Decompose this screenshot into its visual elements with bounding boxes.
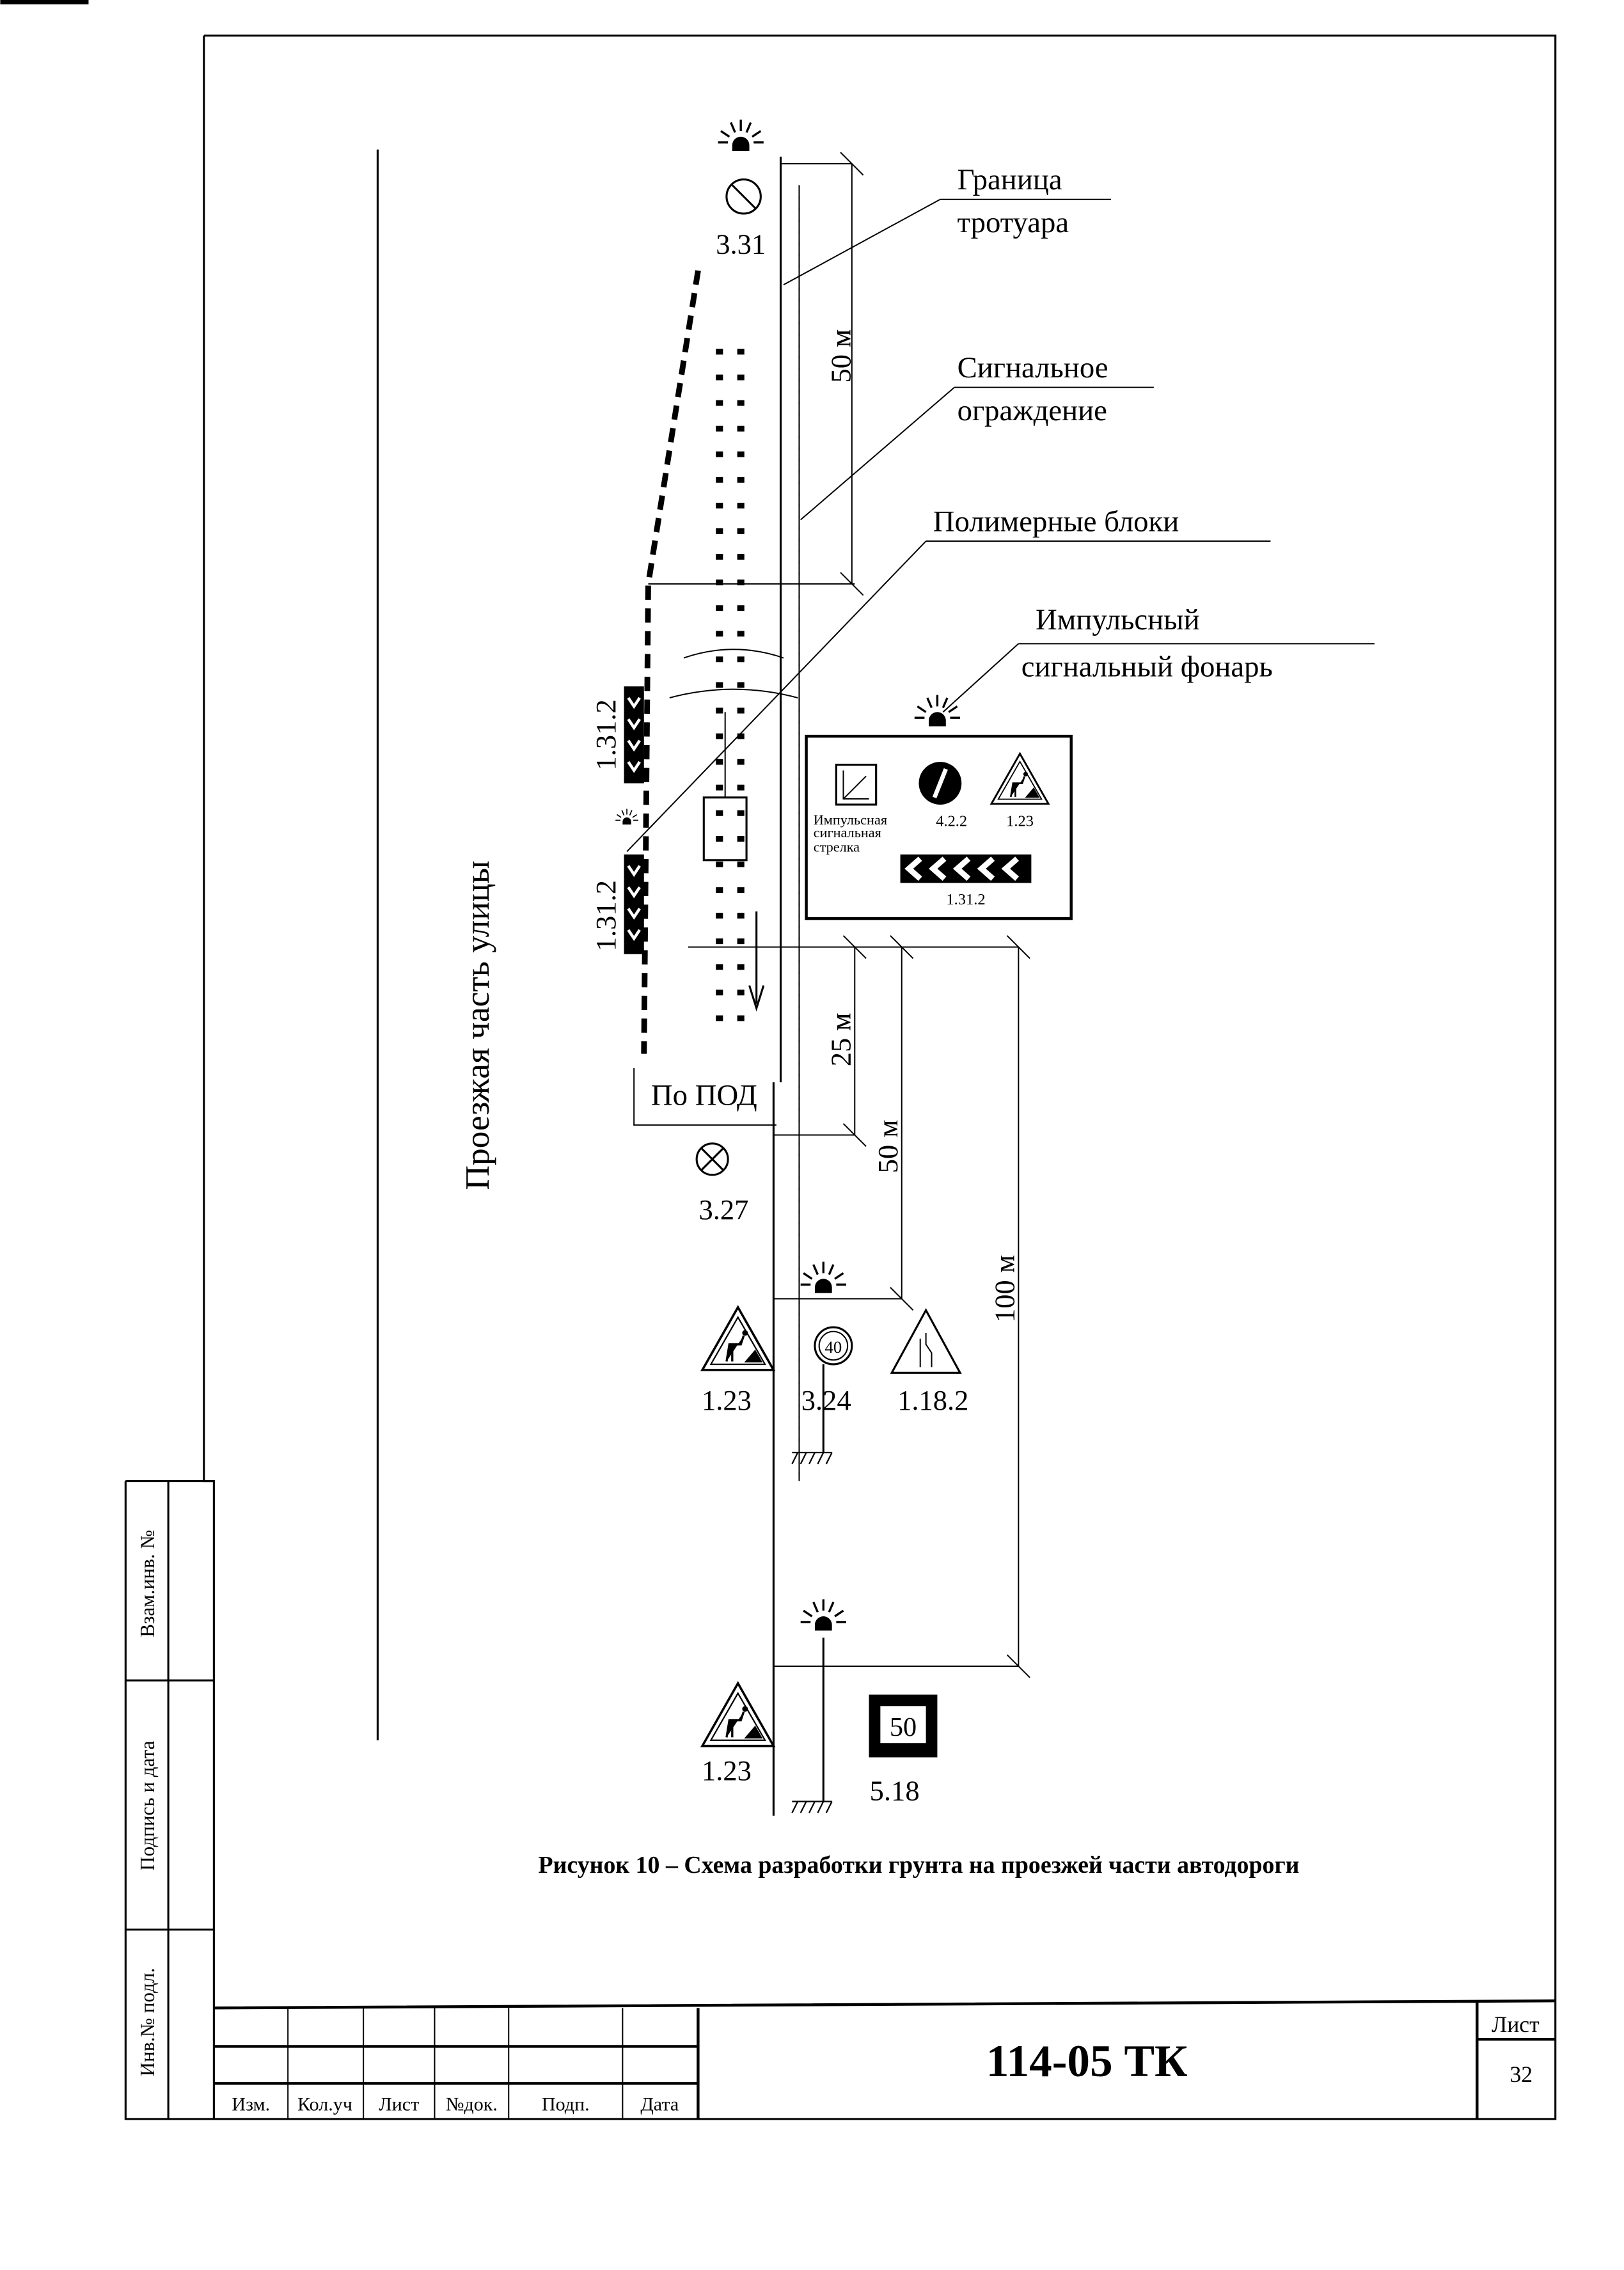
sign-label: 1.18.2 [897, 1384, 968, 1416]
dimension-label: 50 м [825, 329, 857, 383]
sheet-frame [203, 35, 1557, 2120]
sign-1-31-2-vertical [624, 686, 644, 954]
pulse-arrow-icon [835, 764, 878, 806]
traffic-arrow [748, 911, 765, 1012]
col-podp: Подп. [542, 2093, 590, 2115]
col-izm: Изм. [232, 2093, 270, 2115]
sign-label: 1.23 [702, 1754, 752, 1786]
sign-1-31-2-icon [900, 854, 1032, 883]
sign-3-24-value: 40 [825, 1337, 842, 1357]
title-block: Изм. Кол.уч Лист №док. Подп. Дата 114-05… [214, 1999, 1556, 2119]
sign-label: 1.31.2 [590, 699, 622, 770]
panel-arrow-caption-3: стрелка [814, 839, 860, 855]
col-date: Дата [640, 2093, 679, 2115]
sign-label: 3.24 [801, 1384, 851, 1416]
sheet-label: Лист [1492, 2012, 1540, 2037]
sign-label: 1.31.2 [590, 880, 622, 951]
pulse-lamp-icon [913, 693, 961, 728]
sign-label: 3.31 [716, 228, 766, 260]
label-signal-fence-2: ограждение [958, 394, 1107, 427]
sign-5-18-value: 50 [890, 1712, 917, 1742]
pulse-lamp-small-icon [615, 808, 639, 825]
sign-label: 3.27 [699, 1194, 749, 1226]
sign-1-18-2-icon [890, 1308, 962, 1374]
corner-mark [0, 0, 89, 4]
label-sidewalk-border-2: тротуара [958, 206, 1069, 239]
stamp-signature-date: Подпись и дата [136, 1740, 159, 1871]
pulse-lamp-icon [800, 1598, 847, 1632]
sign-label: 5.18 [870, 1774, 920, 1806]
label-polymer-blocks: Полимерные блоки [933, 505, 1179, 538]
side-stamp: Взам.инв. № Подпись и дата Инв.№ подл. [124, 1479, 214, 2120]
sign-1-23-icon [990, 752, 1050, 805]
sidewalk-border-line [772, 156, 782, 1816]
document-code: 114-05 ТК [986, 2037, 1188, 2086]
label-signal-fence-1: Сигнальное [958, 351, 1108, 384]
col-list: Лист [379, 2093, 419, 2115]
po-pod-label: По ПОД [651, 1079, 757, 1112]
dimension-label: 25 м [825, 1013, 857, 1066]
sign-5-18-icon: 50 [869, 1694, 938, 1758]
stamp-inv-orig: Инв.№ подл. [136, 1968, 159, 2077]
sign-label: 1.23 [702, 1384, 752, 1416]
dimension-label: 100 м [989, 1255, 1021, 1323]
label-pulse-lamp-2: сигнальный фонарь [1021, 650, 1273, 684]
dimension-label: 50 м [872, 1119, 904, 1173]
pulse-lamp-icon [800, 1260, 847, 1295]
figure-caption: Рисунок 10 – Схема разработки грунта на … [539, 1852, 1300, 1879]
stamp-zam-inv: Взам.инв. № [136, 1530, 159, 1637]
sheet-number: 32 [1510, 2061, 1533, 2087]
excavation-pit [702, 796, 748, 862]
panel-sign-label: 1.23 [1006, 812, 1034, 830]
info-panel: Импульсная сигнальная стрелка 4.2.2 1.23… [805, 734, 1073, 920]
pulse-lamp-icon [716, 118, 765, 152]
label-pulse-lamp-1: Импульсный [1036, 603, 1200, 636]
col-kol-uch: Кол.уч [297, 2093, 352, 2115]
panel-arrow-caption-2: сигнальная [814, 824, 881, 840]
sign-3-27-icon [695, 1142, 729, 1176]
label-sidewalk-border-1: Граница [958, 163, 1062, 196]
sign-3-31-icon [725, 178, 762, 215]
scheme-diagram: Проезжая часть улицы Граница тротуара Си… [376, 118, 1375, 1816]
sign-1-23-icon [701, 1306, 775, 1371]
sign-1-23-icon [701, 1682, 775, 1747]
panel-sign-label: 4.2.2 [936, 812, 967, 830]
col-ndok: №док. [446, 2093, 498, 2115]
barrier-line [641, 270, 701, 1054]
sign-3-24-icon: 40 [814, 1326, 853, 1366]
street-label: Проезжая часть улицы [458, 860, 496, 1190]
panel-sign-label: 1.31.2 [946, 891, 985, 908]
panel-arrow-caption-1: Импульсная [814, 812, 887, 828]
